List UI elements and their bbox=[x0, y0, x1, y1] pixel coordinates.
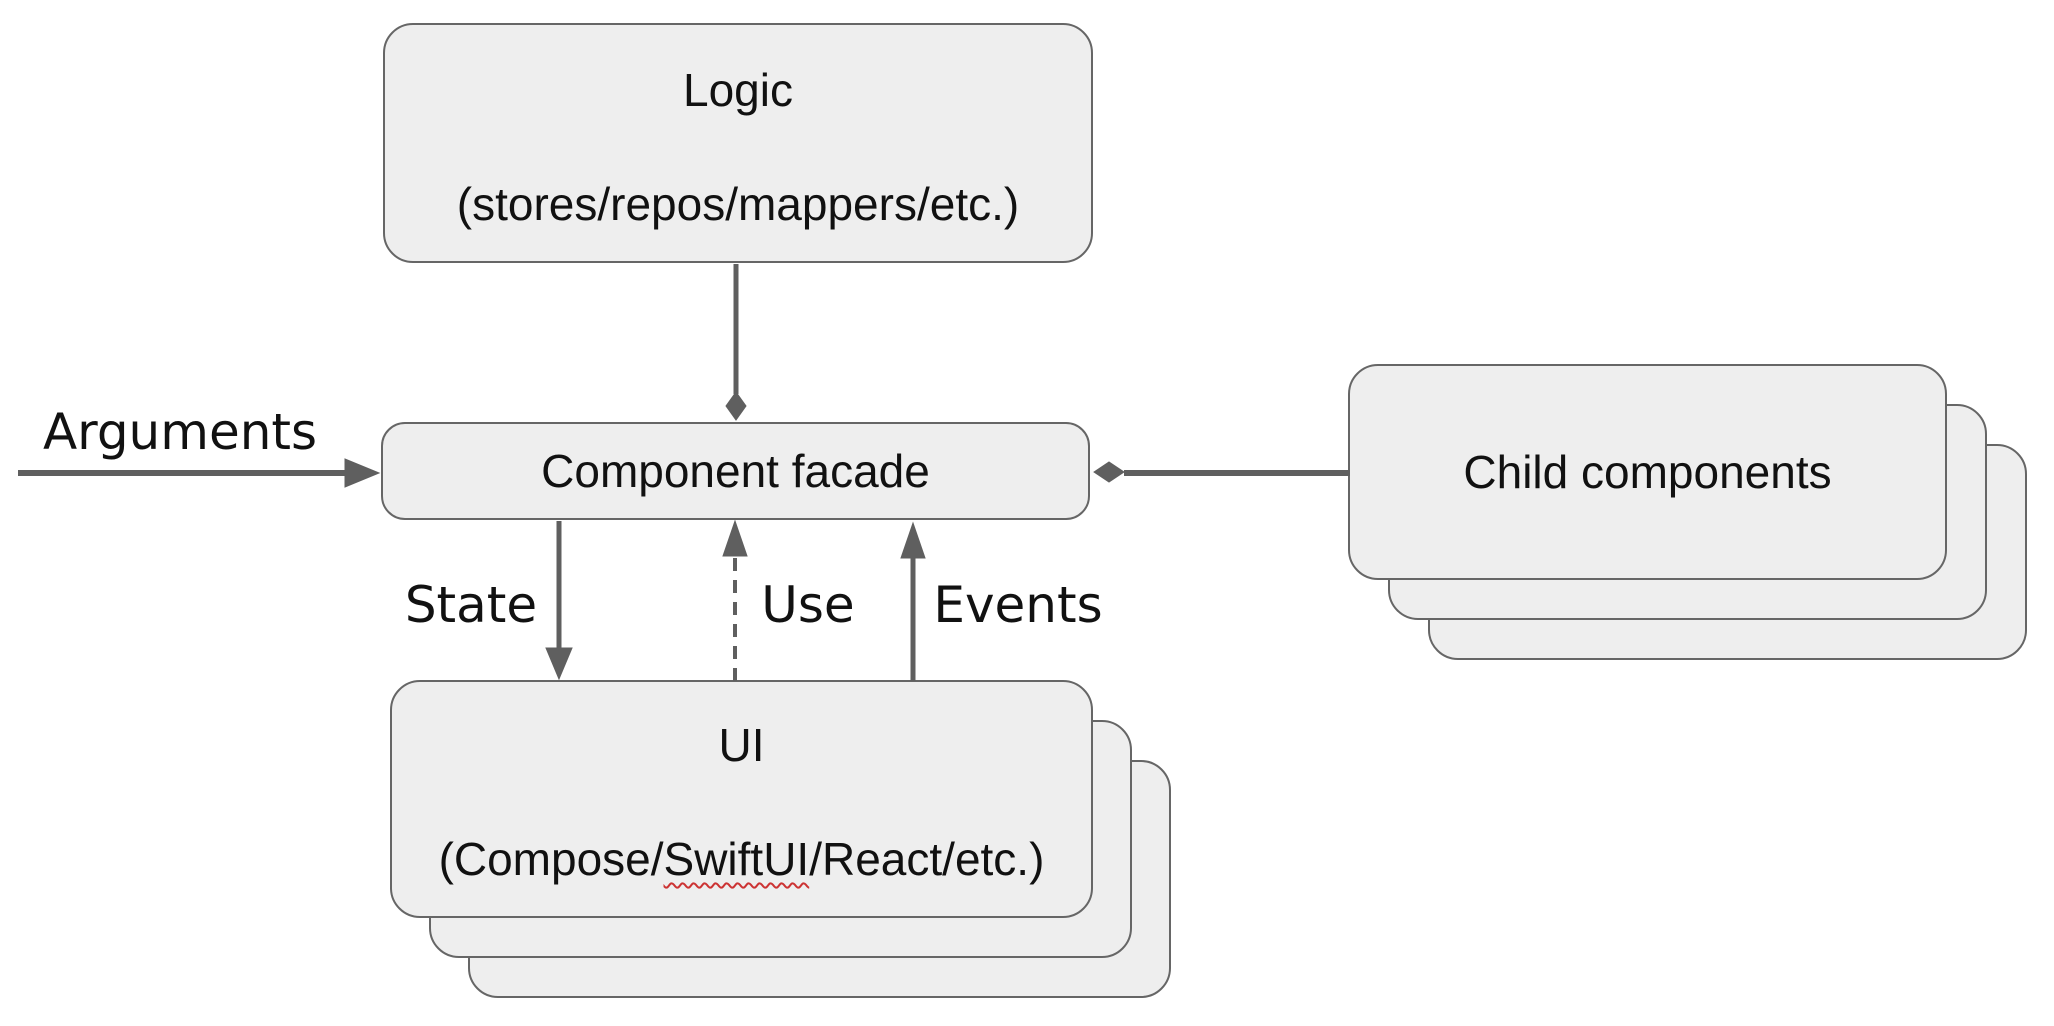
ui-node: UI (Compose/SwiftUI/React/etc.) bbox=[390, 680, 1093, 918]
logic-title: Logic bbox=[683, 64, 793, 116]
events-label: Events bbox=[933, 576, 1103, 634]
ui-subtitle-suffix: /React/etc.) bbox=[809, 833, 1045, 885]
ui-subtitle: (Compose/SwiftUI/React/etc.) bbox=[439, 832, 1045, 886]
state-arrowhead-icon bbox=[545, 647, 573, 681]
ui-title: UI bbox=[718, 719, 765, 771]
ui-subtitle-prefix: (Compose/ bbox=[438, 833, 664, 885]
logic-facade-connector bbox=[725, 264, 747, 421]
logic-subtitle: (stores/repos/mappers/etc.) bbox=[456, 178, 1020, 230]
child-components-node: Child components bbox=[1348, 364, 1947, 580]
child-components-title: Child components bbox=[1463, 446, 1832, 498]
component-facade-title: Component facade bbox=[541, 445, 930, 497]
logic-node: Logic (stores/repos/mappers/etc.) bbox=[383, 23, 1093, 263]
events-arrowhead-icon bbox=[900, 521, 926, 559]
ui-subtitle-misspelled-word: SwiftUI bbox=[663, 833, 810, 885]
use-connector bbox=[722, 519, 748, 681]
events-connector bbox=[900, 521, 926, 681]
facade-children-diamond-icon bbox=[1093, 461, 1125, 483]
use-arrowhead-icon bbox=[722, 519, 748, 557]
arguments-label: Arguments bbox=[42, 403, 318, 461]
logic-facade-diamond-icon bbox=[725, 391, 747, 421]
state-label: State bbox=[404, 576, 538, 634]
arguments-arrowhead-icon bbox=[344, 458, 381, 488]
state-connector bbox=[545, 521, 573, 681]
facade-children-connector bbox=[1093, 461, 1350, 483]
use-label: Use bbox=[761, 576, 855, 634]
arguments-connector bbox=[18, 458, 381, 488]
component-facade-node: Component facade bbox=[381, 422, 1090, 520]
